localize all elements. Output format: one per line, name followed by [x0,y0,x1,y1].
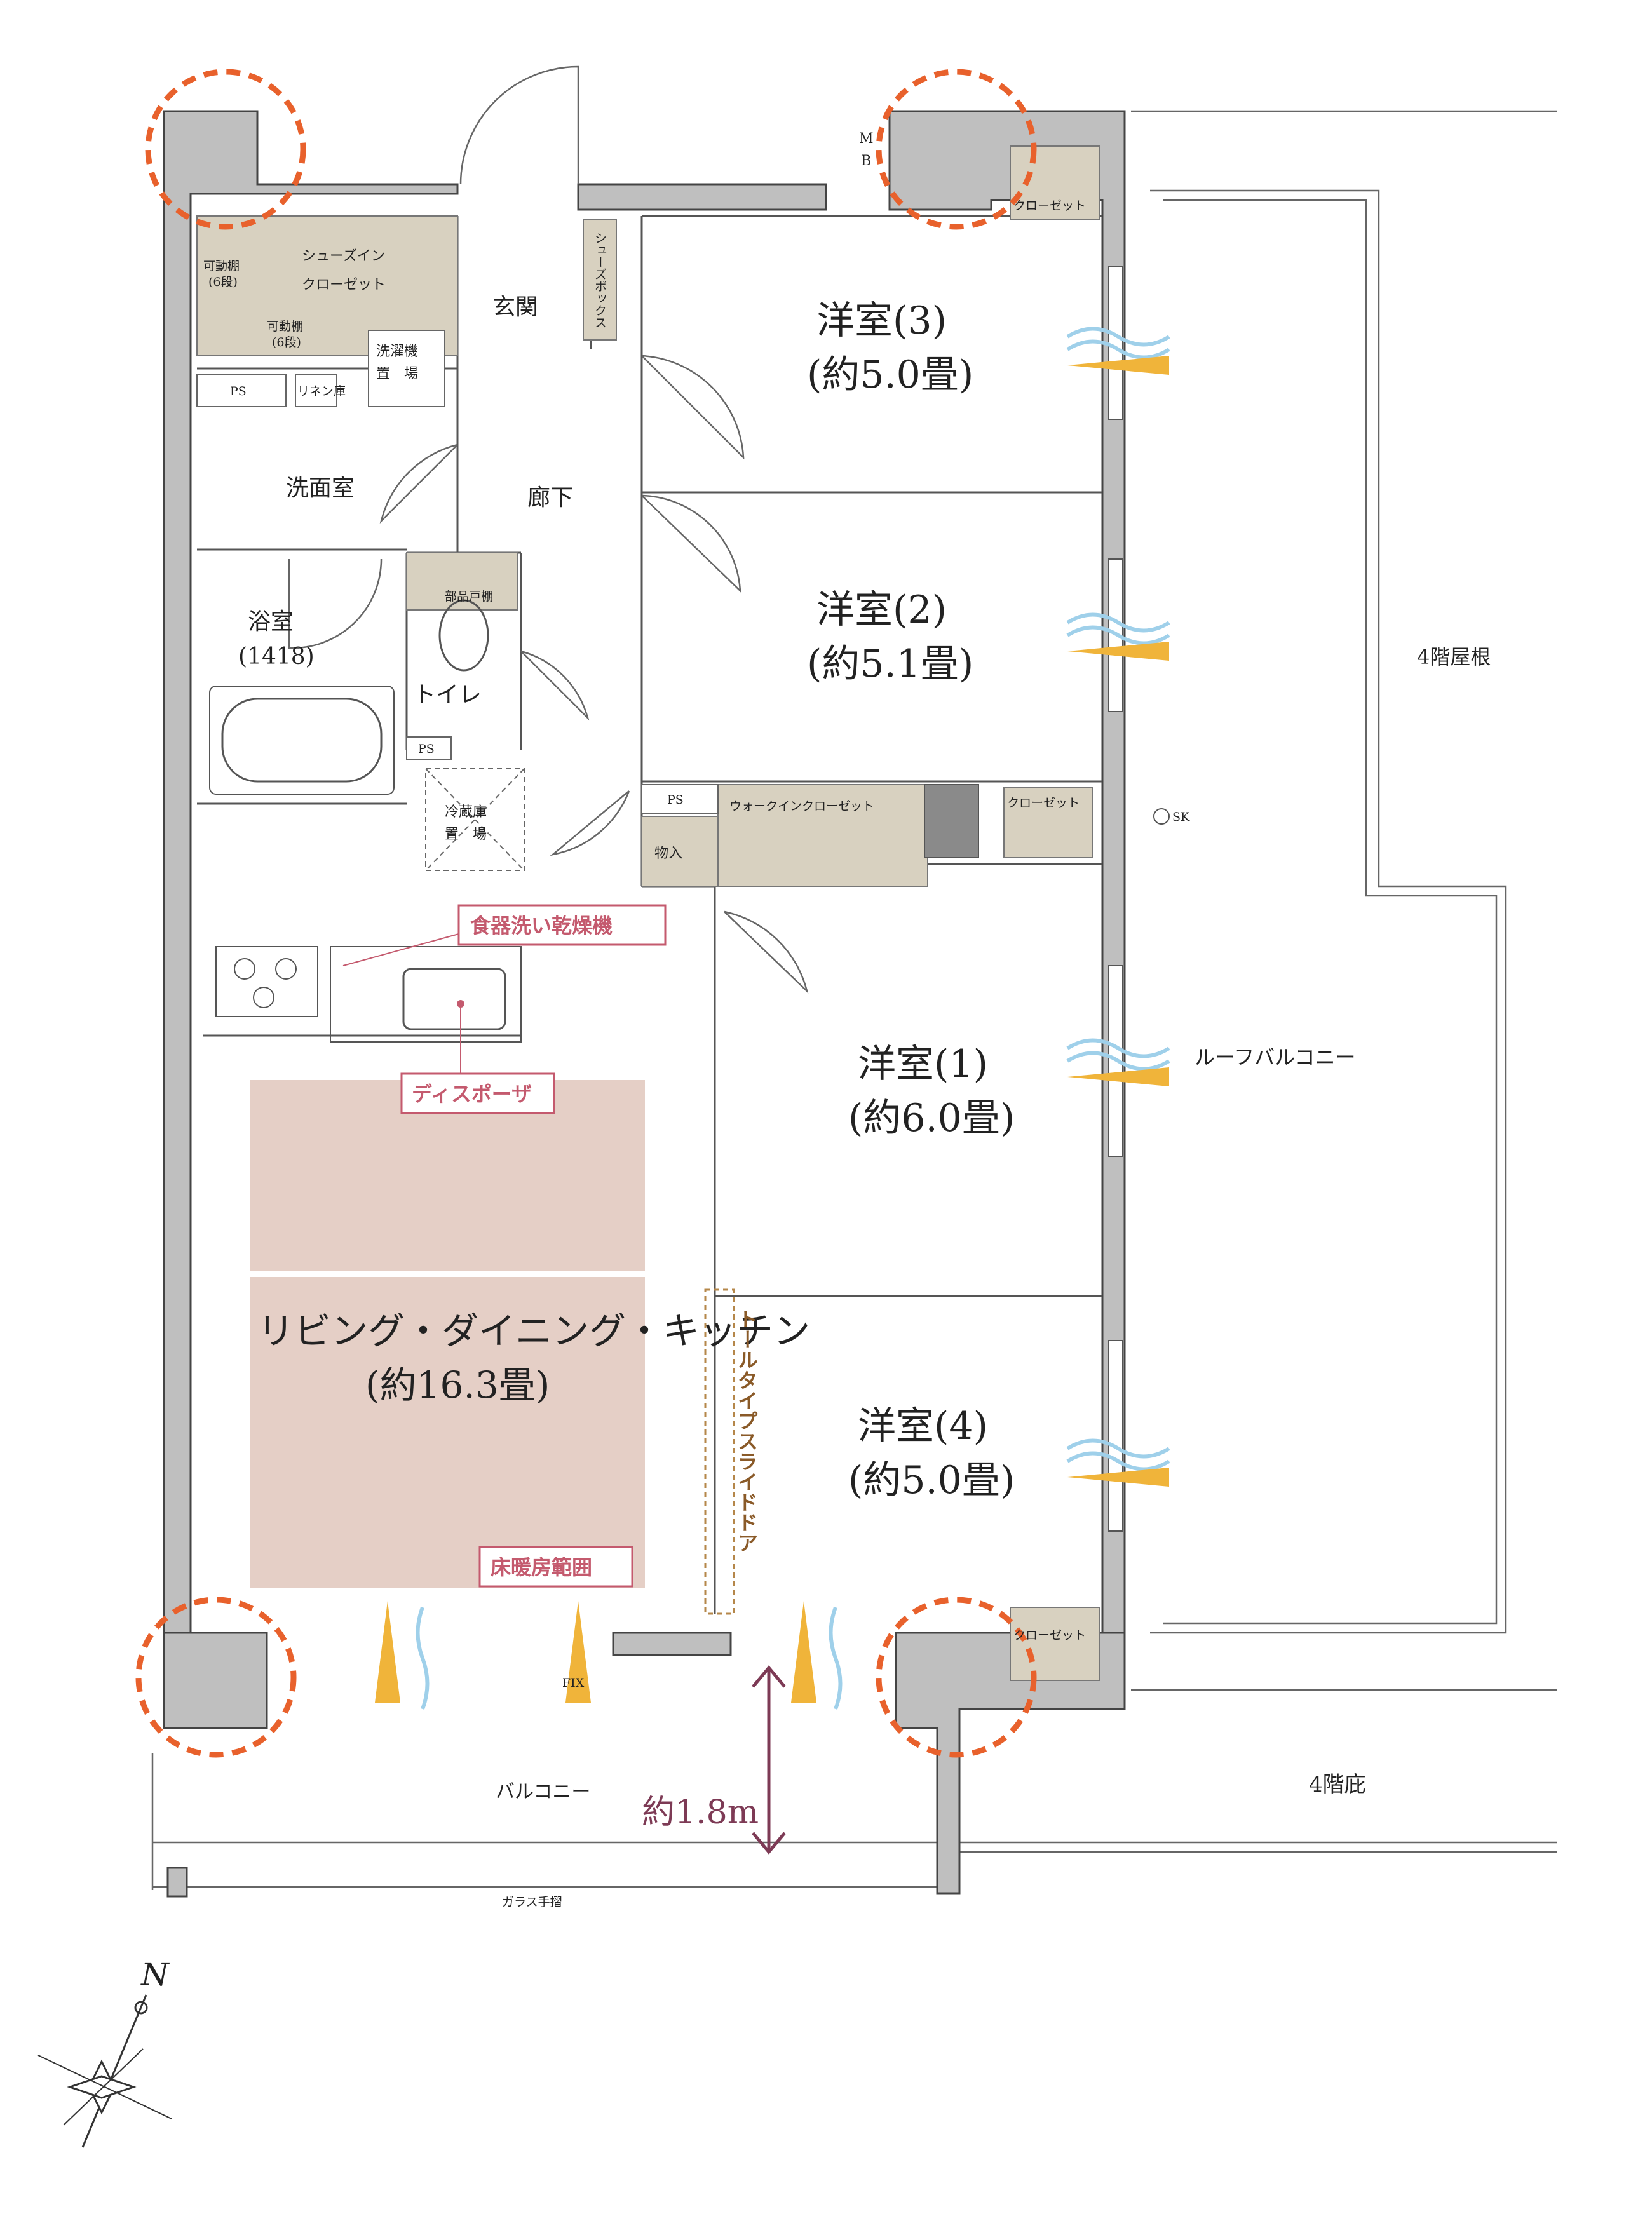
fix-label: FIX [562,1676,585,1690]
disposer-tag: ディスポーザ [412,1082,532,1106]
tag-boxes [342,904,667,1588]
balcony-depth-label: 約1.8m [642,1794,759,1832]
balcony-depth-arrow [752,1665,786,1855]
exterior-walls [163,110,1126,1898]
floor-heating-tag: 床暖房範囲 [491,1555,592,1579]
right-windows [1108,266,1123,1532]
glass-railing-label: ガラス手摺 [502,1895,562,1909]
parts-shelf-label: 部品戸棚 [445,590,493,604]
interior-walls [197,215,1102,1614]
closet-label-top: クローゼット [1013,199,1086,213]
fridge-line1: 冷蔵庫 [445,804,487,820]
western-room-1-name: 洋室(1) [858,1042,988,1086]
fixtures [209,599,522,1043]
ldk-size: (約16.3畳) [365,1363,550,1407]
western-room-4-name: 洋室(4) [858,1404,988,1449]
storage-blocks [196,145,1100,1681]
mb-label-m: M [859,131,874,147]
mb-label-b: B [861,153,871,169]
roof-balcony-label: ルーフバルコニー [1195,1045,1355,1069]
outline-lines [151,110,1557,1890]
closet-label-bottom: クローゼット [1013,1628,1086,1642]
eaves-4f-label: 4階庇 [1309,1772,1366,1797]
washing-machine-line1: 洗濯機 [376,344,418,360]
storage-label: 物入 [654,846,682,861]
corner-highlights [135,69,1037,1758]
shoes-in-closet-line2: クローゼット [302,277,386,293]
western-room-3-name: 洋室(3) [816,299,947,343]
sk-label: SK [1172,810,1190,824]
closet-label-middle: クローゼット [1007,796,1080,810]
slide-door-outline [704,1288,735,1615]
compass-north-label: N [140,1956,170,1993]
western-room-2-size: (約5.1畳) [807,642,973,686]
toilet-label: トイレ [413,682,482,708]
ps-label-toilet: PS [418,742,435,756]
movable-shelf-bottom-2: (6段) [272,335,301,349]
western-room-4-size: (約5.0畳) [848,1458,1015,1503]
bath-name: 浴室 [248,609,294,635]
movable-shelf-top-2: (6段) [208,275,238,289]
slide-door-tag: トールタイプスライドドア [735,1309,759,1553]
movable-shelf-top-1: 可動棚 [203,259,240,273]
western-room-3-size: (約5.0畳) [807,353,973,397]
ps-label-washroom: PS [230,384,247,398]
washroom-label: 洗面室 [286,475,355,501]
airflow-marks [375,327,1170,1710]
shoes-in-closet-line1: シューズイン [302,248,385,264]
fridge-line2: 置 場 [445,827,487,842]
linen-label: リネン庫 [297,384,346,398]
roof-balcony-outline [1150,189,1507,1634]
western-room-1-size: (約6.0畳) [848,1096,1015,1140]
movable-shelf-bottom-1: 可動棚 [267,320,303,334]
floor-heating-area [250,1080,645,1588]
bath-size: (1418) [238,644,315,670]
ps-label-hall: PS [667,793,684,807]
shoe-box-label: シューズボックス [593,232,607,328]
roof-4f-label: 4階屋根 [1417,645,1491,669]
dishwasher-tag: 食器洗い乾燥機 [470,914,613,938]
balcony-label: バルコニー [496,1781,590,1803]
walk-in-closet-label: ウォークインクローゼット [729,799,874,813]
compass-rose-icon [37,1994,172,2148]
washing-machine-line2: 置 場 [376,366,418,382]
door-swings [288,65,809,994]
ldk-name: リビング・ダイニング・キッチン [257,1309,810,1353]
western-room-2-name: 洋室(2) [816,588,947,632]
hallway-label: 廊下 [527,485,573,511]
entrance-label: 玄関 [492,294,538,320]
